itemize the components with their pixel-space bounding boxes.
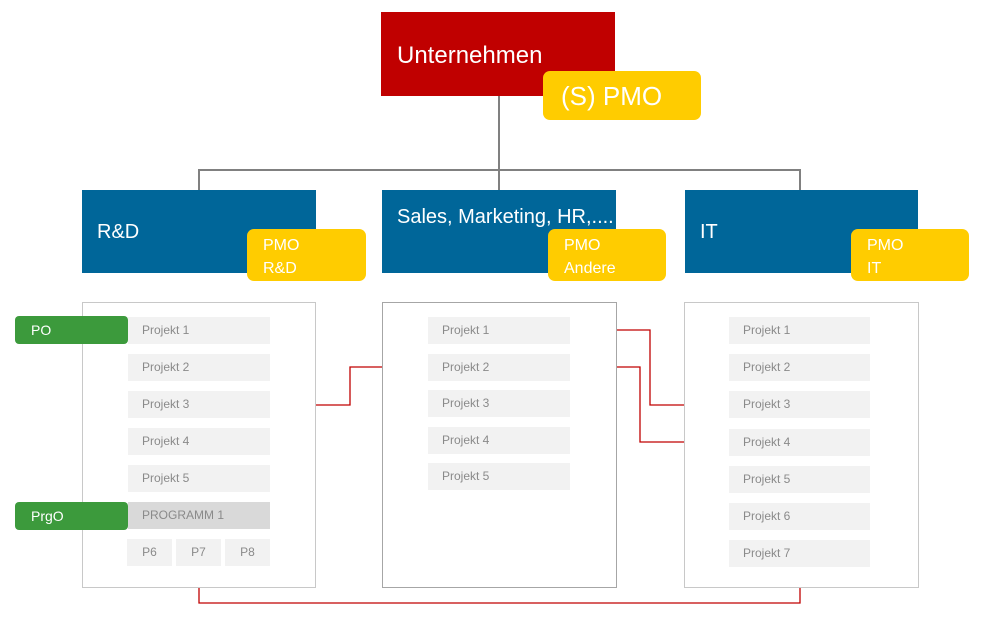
rnd-subproject-p7[interactable]: P7	[176, 539, 221, 566]
pmo-rnd-badge: PMO R&D	[247, 229, 366, 281]
strategic-pmo-box: (S) PMO	[543, 71, 701, 120]
pmo-rnd-line1: PMO	[263, 237, 300, 254]
rnd-subproject-p8[interactable]: P8	[225, 539, 270, 566]
sales-project-4[interactable]: Projekt 4	[428, 427, 570, 454]
it-project-3[interactable]: Projekt 3	[729, 391, 870, 418]
sales-project-5[interactable]: Projekt 5	[428, 463, 570, 490]
sales-project-3[interactable]: Projekt 3	[428, 390, 570, 417]
rnd-project-5[interactable]: Projekt 5	[128, 465, 270, 492]
it-project-2[interactable]: Projekt 2	[729, 354, 870, 381]
pmo-it-line1: PMO	[867, 237, 904, 254]
rnd-project-3[interactable]: Projekt 3	[128, 391, 270, 418]
department-it-label: IT	[700, 221, 718, 243]
it-project-4[interactable]: Projekt 4	[729, 429, 870, 456]
pmo-sales-line1: PMO	[564, 237, 601, 254]
it-project-7[interactable]: Projekt 7	[729, 540, 870, 567]
rnd-project-1[interactable]: Projekt 1	[128, 317, 270, 344]
role-prgo-label: PrgO	[31, 508, 64, 524]
department-sales-label: Sales, Marketing, HR,....	[397, 206, 614, 228]
department-rnd-label: R&D	[97, 221, 140, 243]
pmo-sales-badge: PMO Andere	[548, 229, 666, 281]
it-project-6[interactable]: Projekt 6	[729, 503, 870, 530]
pmo-sales-line2: Andere	[564, 260, 616, 278]
company-title: Unternehmen	[397, 42, 543, 69]
pmo-rnd-line2: R&D	[263, 260, 297, 278]
pmo-it-badge: PMO IT	[851, 229, 969, 281]
rnd-program-1[interactable]: PROGRAMM 1	[128, 502, 270, 529]
rnd-subproject-p6[interactable]: P6	[127, 539, 172, 566]
sales-project-1[interactable]: Projekt 1	[428, 317, 570, 344]
role-po-badge: PO	[15, 316, 128, 344]
it-project-1[interactable]: Projekt 1	[729, 317, 870, 344]
it-project-5[interactable]: Projekt 5	[729, 466, 870, 493]
strategic-pmo-label: (S) PMO	[561, 81, 663, 111]
role-po-label: PO	[31, 322, 52, 338]
org-chart-connectors	[198, 96, 801, 190]
rnd-project-2[interactable]: Projekt 2	[128, 354, 270, 381]
rnd-project-4[interactable]: Projekt 4	[128, 428, 270, 455]
pmo-it-line2: IT	[867, 260, 882, 278]
role-prgo-badge: PrgO	[15, 502, 128, 530]
sales-project-2[interactable]: Projekt 2	[428, 354, 570, 381]
